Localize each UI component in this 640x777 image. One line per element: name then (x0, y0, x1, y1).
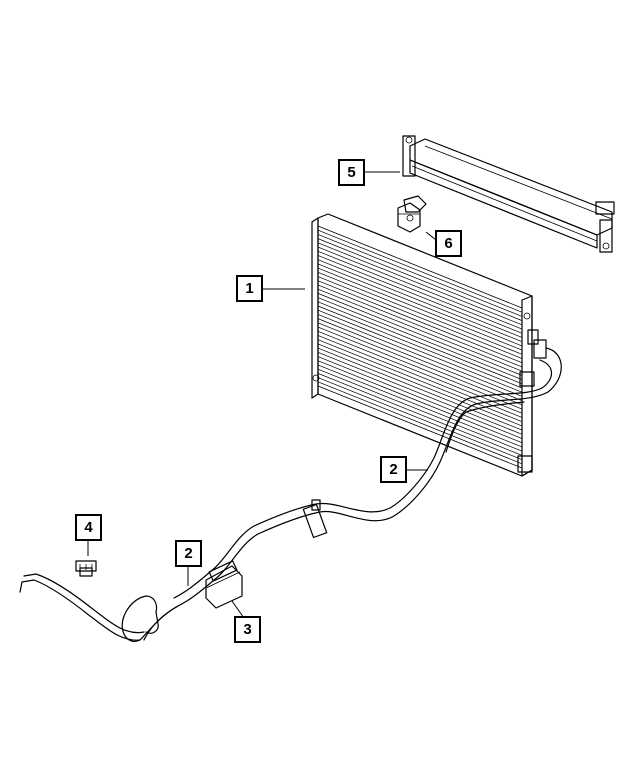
condenser-fin (317, 377, 523, 460)
condenser-fin (317, 229, 523, 313)
leader-6 (425, 231, 437, 241)
condenser-fin (317, 339, 523, 423)
condenser-fin (317, 318, 523, 401)
muffler-part-3 (205, 560, 243, 609)
ac-lines-part-2 (19, 347, 562, 642)
callout-label: 2 (389, 461, 397, 478)
condenser-fin (317, 326, 523, 410)
condenser-fin (317, 288, 523, 372)
bracket-part-6 (397, 195, 427, 233)
condenser-fin (317, 368, 523, 452)
condenser-fin (317, 255, 523, 338)
condenser-fin (317, 335, 523, 418)
callout-4: 4 (75, 514, 102, 541)
condenser-fin (317, 280, 523, 364)
condenser-fin (317, 297, 523, 380)
condenser-fins (317, 229, 523, 465)
condenser-fin (317, 360, 523, 444)
condenser-fin (317, 305, 523, 389)
condenser-fin (317, 259, 523, 343)
oil-cooler-part-5 (402, 135, 615, 253)
condenser-fin (317, 330, 523, 414)
callout-label: 5 (347, 164, 355, 181)
condenser-fin (317, 246, 523, 330)
callout-6: 6 (435, 230, 462, 257)
condenser-fin (317, 347, 523, 431)
condenser-fin (317, 293, 523, 376)
condenser-fin (317, 322, 523, 406)
condenser-part-1 (311, 213, 547, 477)
condenser-fin (317, 271, 523, 355)
condenser-fin (317, 343, 523, 427)
condenser-fin (317, 276, 523, 359)
condenser-fin (317, 267, 523, 351)
condenser-fin (317, 381, 523, 465)
callout-2-upper: 2 (380, 456, 407, 483)
callout-label: 4 (84, 519, 93, 536)
callout-2-lower: 2 (175, 540, 202, 567)
condenser-fin (317, 309, 523, 393)
callout-label: 1 (245, 280, 253, 297)
callout-label: 6 (444, 235, 452, 252)
condenser-fin (317, 314, 523, 397)
condenser-fin (317, 263, 523, 347)
condenser-fin (317, 364, 523, 448)
callout-3: 3 (234, 616, 261, 643)
callout-label: 3 (243, 621, 251, 638)
condenser-fin (317, 356, 523, 439)
condenser-fin (317, 284, 523, 368)
condenser-fin (317, 234, 523, 317)
callout-1: 1 (236, 275, 263, 302)
condenser-fin (317, 238, 523, 321)
callout-label: 2 (184, 545, 192, 562)
condenser-fin (317, 351, 523, 435)
callout-5: 5 (338, 159, 365, 186)
pressure-switch-part-4 (75, 560, 97, 577)
condenser-fin (317, 242, 523, 326)
condenser-fin (317, 301, 523, 385)
condenser-fin (317, 373, 523, 456)
leader-3 (231, 600, 245, 619)
condenser-fin (317, 250, 523, 334)
